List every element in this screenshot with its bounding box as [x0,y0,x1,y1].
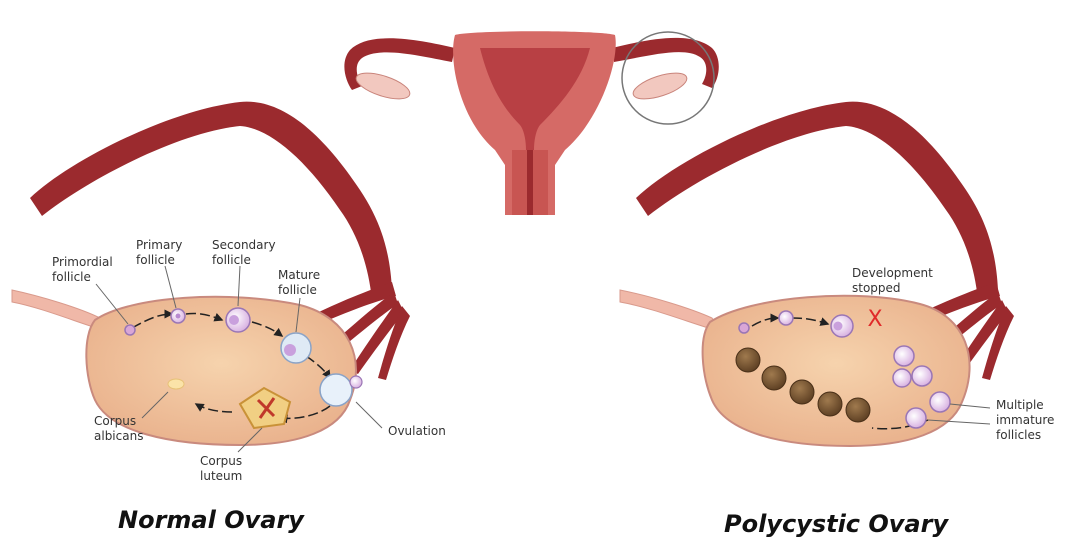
label-primary-follicle: Primary follicle [136,238,182,268]
primordial-follicle [125,325,135,335]
label-corpus-luteum: Corpus luteum [200,454,242,484]
label-mature-follicle: Mature follicle [278,268,320,298]
label-primordial-follicle: Primordial follicle [52,255,113,285]
label-ovulation: Ovulation [388,424,446,439]
right-ovary-small [630,68,689,104]
pco-primordial-follicle [739,323,749,333]
title-polycystic-ovary: Polycystic Ovary [724,510,948,538]
label-secondary-follicle: Secondary follicle [212,238,276,268]
ovulating-follicle [320,374,352,406]
label-corpus-albicans: Corpus albicans [94,414,143,444]
label-development-stopped: Development stopped [852,266,933,296]
pco-primary-follicle [779,311,793,325]
title-normal-ovary: Normal Ovary [118,506,304,534]
polycystic-fallopian-tube [636,102,998,300]
corpus-albicans [168,379,184,389]
polycystic-ovary-illustration: X [620,102,1014,446]
label-multiple-immature-follicles: Multiple immature follicles [996,398,1054,443]
development-stopped-mark: X [867,307,882,332]
left-ovary-small [353,68,412,104]
